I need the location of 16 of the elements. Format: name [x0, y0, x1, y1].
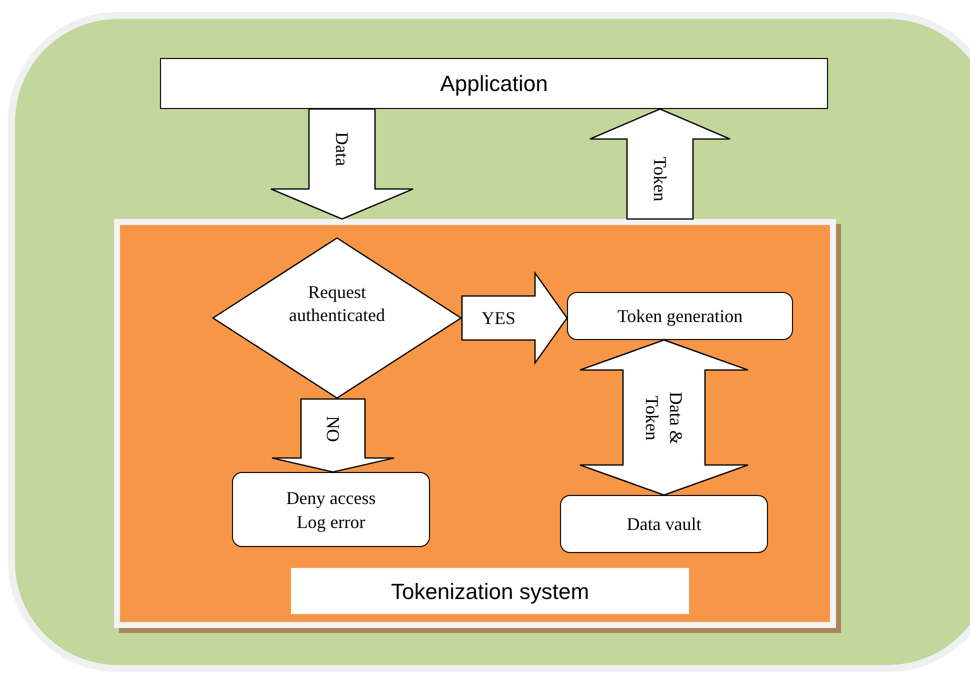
application-box: Application — [160, 58, 828, 109]
block-arrow — [589, 108, 731, 220]
decision-diamond: Request authenticated — [212, 237, 462, 399]
edge-label: NO — [322, 414, 344, 444]
edge-label: Data & Token — [641, 390, 687, 446]
process-box: Token generation — [567, 292, 793, 340]
block-arrow — [271, 398, 395, 473]
edge-label: Token — [649, 156, 671, 204]
edge-label: YES — [480, 307, 516, 330]
process-box: Data vault — [560, 495, 768, 553]
process-box: Deny access Log error — [232, 472, 430, 547]
edge-label: Data — [331, 131, 353, 168]
block-arrow — [270, 108, 414, 220]
block-arrow — [461, 270, 568, 366]
panel-title: Tokenization system — [291, 568, 689, 614]
block-arrow — [579, 339, 749, 496]
